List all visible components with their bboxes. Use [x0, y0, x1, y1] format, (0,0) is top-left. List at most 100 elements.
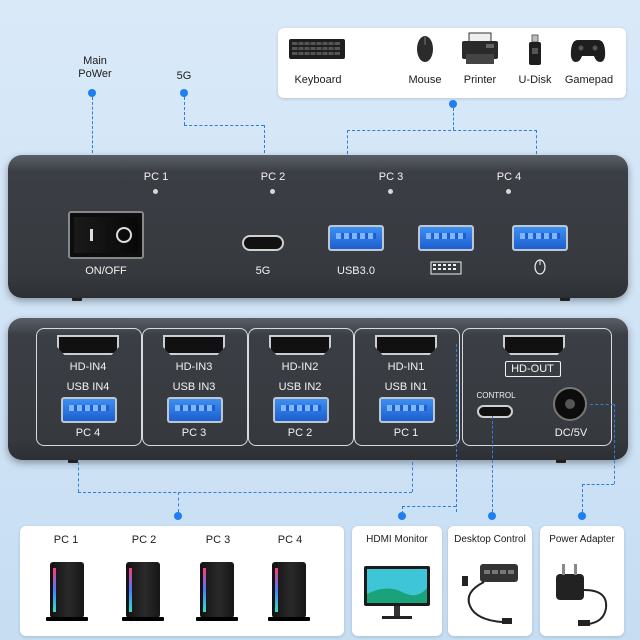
pc3-tower-icon: [196, 562, 238, 621]
rear-panel: HD-IN4 USB IN4 PC 4 HD-IN3 USB IN3 PC 3 …: [8, 318, 628, 460]
gamepad-label: Gamepad: [564, 74, 614, 86]
peripherals-line-l: [347, 130, 348, 154]
rear-foot-left: [68, 458, 78, 463]
control-line: [492, 416, 493, 512]
typec-label: 5G: [255, 265, 271, 277]
pc3-indicator: [388, 189, 393, 194]
power-dot: [578, 512, 586, 520]
pcs-line-down: [178, 492, 179, 512]
usb-in4-label: USB IN4: [66, 381, 110, 393]
rear-pc4-label: PC 4: [75, 427, 101, 439]
mouse-port-icon: [534, 259, 546, 275]
five-g-line-h: [184, 125, 264, 126]
keyboard-port-icon: [430, 261, 462, 275]
keyboard-label: Keyboard: [294, 74, 342, 86]
front-pc3-label: PC 3: [378, 171, 404, 183]
hdmi-in2-port[interactable]: [269, 335, 331, 355]
power-line-v2: [582, 484, 583, 512]
five-g-line-v2: [264, 125, 265, 153]
monitor-line: [456, 344, 457, 512]
mouse-label: Mouse: [408, 74, 442, 86]
monitor-card: HDMI Monitor: [352, 526, 442, 636]
power-switch-label: ON/OFF: [85, 265, 127, 277]
front-pc2-label: PC 2: [260, 171, 286, 183]
bottom-pc3-label: PC 3: [205, 534, 231, 546]
control-port[interactable]: [477, 405, 513, 418]
pcs-bracket-h: [78, 492, 412, 493]
u-disk-label: U-Disk: [518, 74, 552, 86]
five-g-dot: [180, 89, 188, 97]
monitor-icon: [364, 566, 430, 619]
peripherals-line-h: [347, 130, 537, 131]
hd-out-badge: HD-OUT: [505, 361, 561, 377]
dc-jack[interactable]: [553, 387, 587, 421]
bottom-pc2-label: PC 2: [131, 534, 157, 546]
usb-in2-port[interactable]: [273, 397, 329, 423]
power-adapter-card: Power Adapter: [540, 526, 624, 636]
pcs-dot: [174, 512, 182, 520]
output-group: HD-OUT CONTROL DC/5V: [462, 328, 612, 446]
peripherals-card: Keyboard Mouse Printer U-Disk Gamepad: [278, 28, 626, 98]
power-switch[interactable]: [68, 211, 144, 259]
five-g-line-v: [184, 97, 185, 125]
desktop-control-icon: [462, 564, 518, 624]
rear-pc2-label: PC 2: [287, 427, 313, 439]
hdmi-in4-port[interactable]: [57, 335, 119, 355]
hd-out-label: HD-OUT: [511, 363, 554, 375]
usb-in4-port[interactable]: [61, 397, 117, 423]
pc2-indicator: [270, 189, 275, 194]
power-line-h2: [582, 484, 614, 485]
rear-foot-right: [556, 458, 566, 463]
pc4-indicator: [506, 189, 511, 194]
control-dot: [488, 512, 496, 520]
power-adapter-icon: [556, 564, 608, 626]
pcs-card: PC 1 PC 2 PC 3 PC 4: [20, 526, 344, 636]
control-label: CONTROL: [476, 391, 516, 400]
usb-in1-port[interactable]: [379, 397, 435, 423]
keyboard-icon: [289, 39, 345, 59]
port-group-pc3: HD-IN3 USB IN3 PC 3: [142, 328, 248, 446]
rear-pc3-label: PC 3: [181, 427, 207, 439]
usb-in1-label: USB IN1: [384, 381, 428, 393]
desktop-control-label: Desktop Control: [454, 534, 526, 545]
front-pc1-label: PC 1: [143, 171, 169, 183]
pcs-bracket-left: [78, 462, 79, 492]
hdmi-in3-port[interactable]: [163, 335, 225, 355]
usb-drive-icon: [529, 34, 541, 65]
usb-in3-port[interactable]: [167, 397, 223, 423]
hd-in1-label: HD-IN1: [387, 361, 425, 373]
hd-in3-label: HD-IN3: [175, 361, 213, 373]
printer-label: Printer: [463, 74, 497, 86]
pc1-indicator: [153, 189, 158, 194]
rear-pc1-label: PC 1: [393, 427, 419, 439]
front-foot-right: [560, 296, 570, 301]
power-adapter-label: Power Adapter: [549, 534, 615, 545]
front-foot-left: [72, 296, 82, 301]
desktop-control-card: Desktop Control: [448, 526, 532, 636]
monitor-dot: [398, 512, 406, 520]
usb-in3-label: USB IN3: [172, 381, 216, 393]
monitor-label: HDMI Monitor: [366, 534, 428, 545]
pc4-tower-icon: [268, 562, 310, 621]
front-usb-port-1[interactable]: [328, 225, 384, 251]
front-usb-port-2[interactable]: [418, 225, 474, 251]
usb-in2-label: USB IN2: [278, 381, 322, 393]
hdmi-out-port[interactable]: [503, 335, 565, 355]
bottom-pc1-label: PC 1: [53, 534, 79, 546]
main-power-line: [92, 97, 93, 153]
peripherals-dot: [449, 100, 457, 108]
mouse-icon: [417, 36, 433, 62]
monitor-line-h: [402, 506, 456, 507]
peripherals-line-r: [536, 130, 537, 154]
pc1-tower-icon: [46, 562, 88, 621]
front-usb-port-3[interactable]: [512, 225, 568, 251]
dc-label: DC/5V: [554, 427, 588, 439]
hdmi-in1-port[interactable]: [375, 335, 437, 355]
five-g-label: 5G: [176, 70, 192, 82]
typec-port[interactable]: [242, 235, 284, 251]
front-panel: PC 1 PC 2 PC 3 PC 4 ON/OFF 5G USB3.0: [8, 155, 628, 298]
port-group-pc2: HD-IN2 USB IN2 PC 2: [248, 328, 354, 446]
pc2-tower-icon: [122, 562, 164, 621]
usb3-label: USB3.0: [337, 265, 375, 277]
power-line-h: [590, 404, 614, 405]
